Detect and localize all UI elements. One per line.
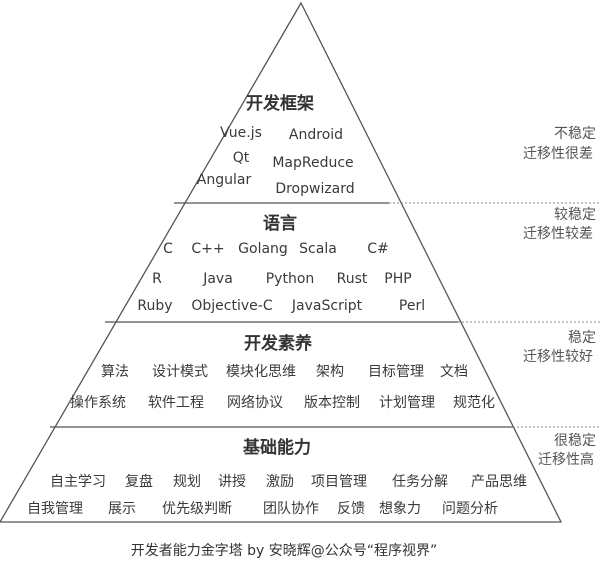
ability-item: 激励 [266, 473, 294, 490]
layer-title: 基础能力 [242, 437, 311, 458]
framework-item: Vue.js [220, 125, 262, 141]
literacy-item: 版本控制 [304, 395, 360, 411]
ability-item: 展示 [108, 501, 136, 517]
literacy-item: 计划管理 [379, 395, 435, 411]
ability-item: 复盘 [125, 473, 153, 490]
language-item: Objective-C [191, 298, 272, 314]
layer-frameworks: 开发框架 Vue.js Android Qt MapReduce Angular… [197, 93, 596, 197]
layer-title: 开发素养 [244, 333, 313, 354]
ability-item: 任务分解 [392, 474, 448, 490]
literacy-item: 操作系统 [70, 395, 126, 411]
transferability-label: 迁移性高 [538, 451, 594, 468]
language-item: C [163, 241, 173, 257]
layer-languages: 语言 C C++ Golang Scala C# R Java Python R… [137, 207, 596, 314]
ability-item: 自主学习 [50, 474, 106, 490]
ability-item: 优先级判断 [162, 501, 232, 517]
transferability-label: 迁移性很差 [523, 146, 593, 162]
ability-item: 产品思维 [471, 474, 527, 490]
literacy-item: 模块化思维 [226, 364, 296, 380]
literacy-item: 目标管理 [368, 364, 424, 380]
literacy-item: 设计模式 [152, 364, 208, 380]
ability-item: 团队协作 [263, 501, 319, 517]
language-item: Python [266, 271, 315, 287]
transferability-label: 迁移性较好 [523, 349, 593, 365]
language-item: C# [367, 241, 389, 257]
framework-item: Dropwizard [275, 181, 354, 197]
ability-item: 规划 [173, 474, 201, 490]
language-item: Java [202, 271, 233, 287]
language-item: R [152, 271, 162, 287]
language-item: Golang [238, 241, 288, 257]
stability-label: 较稳定 [554, 207, 596, 223]
ability-item: 想象力 [379, 501, 421, 517]
language-item: Scala [299, 241, 337, 257]
framework-item: Angular [197, 172, 252, 188]
literacy-item: 软件工程 [148, 395, 204, 411]
language-item: Perl [399, 298, 425, 314]
literacy-item: 文档 [440, 364, 468, 380]
framework-item: Qt [233, 150, 250, 166]
literacy-item: 网络协议 [227, 395, 283, 411]
ability-item: 反馈 [337, 501, 365, 517]
stability-label: 不稳定 [554, 126, 596, 142]
framework-item: MapReduce [272, 155, 353, 171]
ability-item: 项目管理 [311, 474, 367, 490]
layer-dev-literacy: 开发素养 算法 设计模式 模块化思维 架构 目标管理 文档 操作系统 软件工程 … [70, 330, 596, 411]
literacy-item: 规范化 [453, 394, 495, 411]
literacy-item: 架构 [316, 364, 344, 380]
framework-item: Android [289, 127, 343, 143]
layer-title: 开发框架 [246, 93, 314, 114]
language-item: Ruby [137, 298, 172, 314]
layer-basic-abilities: 基础能力 自主学习 复盘 规划 讲授 激励 项目管理 任务分解 产品思维 自我管… [27, 433, 596, 517]
stability-label: 很稳定 [554, 433, 596, 449]
language-item: C++ [191, 241, 224, 257]
caption: 开发者能力金字塔 by 安晓辉@公众号“程序视界” [131, 543, 438, 559]
transferability-label: 迁移性较差 [523, 226, 593, 242]
literacy-item: 算法 [101, 364, 129, 380]
language-item: Rust [337, 271, 368, 287]
language-item: JavaScript [291, 298, 363, 314]
pyramid-outline [0, 1, 563, 523]
ability-item: 讲授 [218, 474, 246, 490]
stability-label: 稳定 [568, 330, 596, 346]
ability-item: 问题分析 [442, 501, 498, 517]
ability-item: 自我管理 [27, 501, 83, 517]
layer-title: 语言 [263, 213, 297, 234]
language-item: PHP [384, 271, 411, 287]
